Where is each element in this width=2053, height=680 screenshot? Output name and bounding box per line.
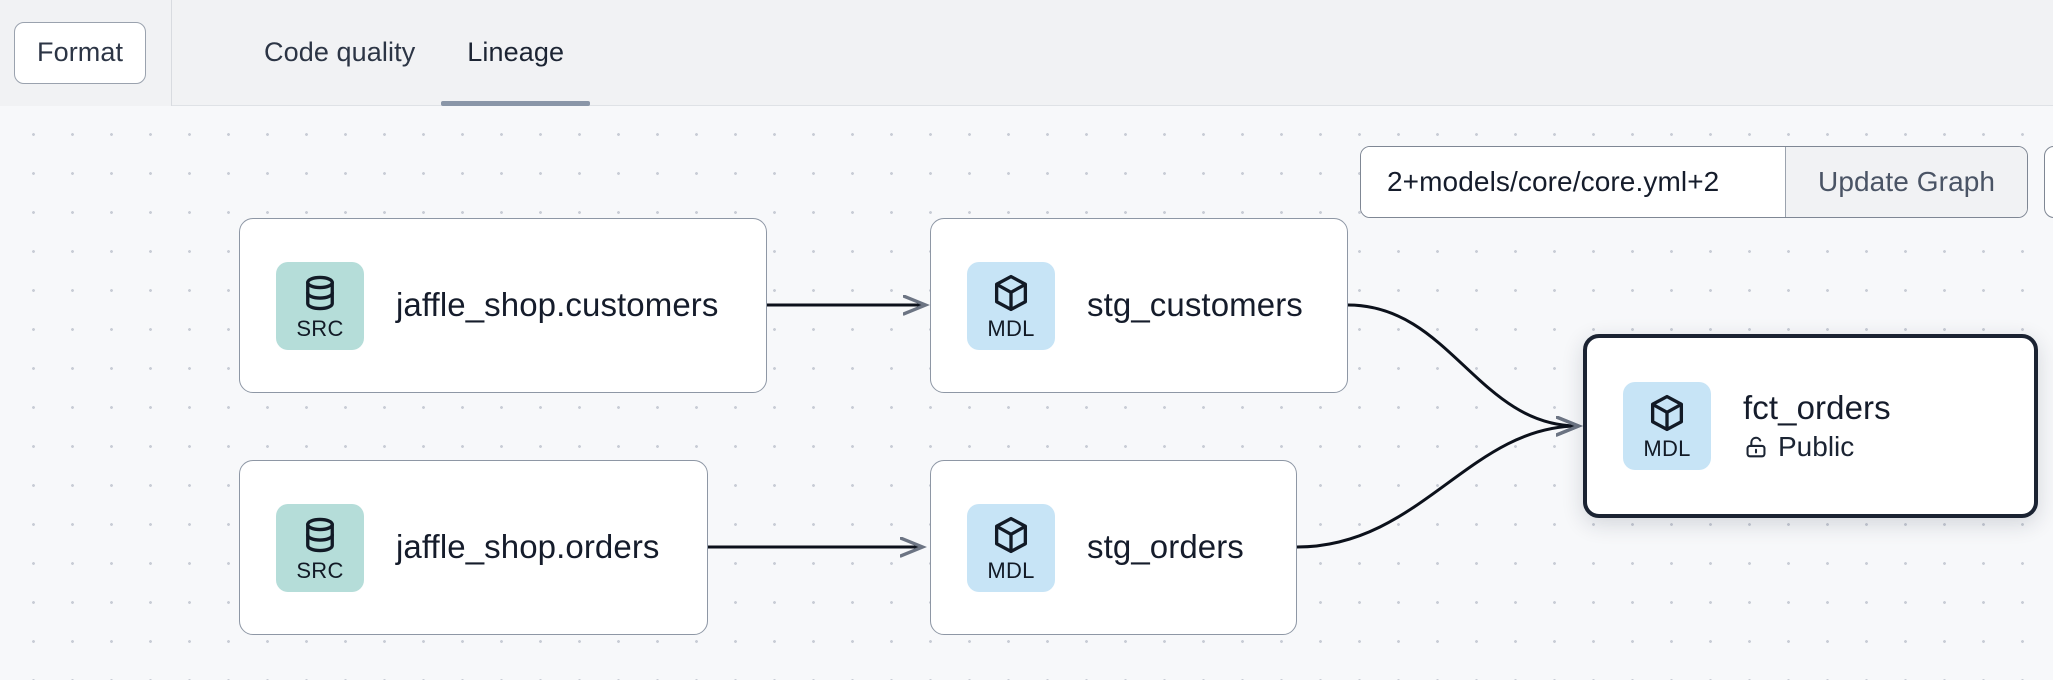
node-badge-mdl: MDL	[1623, 382, 1711, 470]
node-access-row: Public	[1743, 431, 1891, 463]
edge-stg-customers-to-fct-orders	[1347, 303, 1578, 426]
cube-icon	[994, 516, 1028, 553]
node-body: stg_orders	[1087, 528, 1244, 567]
node-title: stg_orders	[1087, 528, 1244, 566]
node-jaffle-shop-customers[interactable]: SRC jaffle_shop.customers	[239, 218, 767, 393]
node-badge-label: MDL	[987, 315, 1035, 341]
node-jaffle-shop-orders[interactable]: SRC jaffle_shop.orders	[239, 460, 708, 635]
node-title: jaffle_shop.orders	[396, 528, 660, 566]
cube-icon	[994, 274, 1028, 311]
node-body: fct_orders Public	[1743, 389, 1891, 463]
node-body: jaffle_shop.customers	[396, 286, 719, 325]
node-access-label: Public	[1778, 431, 1855, 463]
lineage-canvas[interactable]: SRC jaffle_shop.customers MDL stg_custom…	[0, 106, 2053, 680]
node-badge-src: SRC	[276, 261, 364, 350]
node-badge-label: MDL	[1643, 436, 1691, 461]
graph-selector-group: Update Graph	[1360, 146, 2029, 218]
node-title: fct_orders	[1743, 389, 1891, 427]
unlock-icon	[1746, 437, 1766, 458]
tab-lineage[interactable]: Lineage	[441, 0, 590, 106]
node-body: stg_customers	[1087, 286, 1303, 325]
node-fct-orders[interactable]: MDL fct_orders Public	[1583, 334, 2038, 518]
database-icon	[306, 517, 334, 552]
update-graph-button[interactable]: Update Graph	[1785, 147, 2028, 217]
graph-selector-input[interactable]	[1361, 147, 1785, 217]
format-button[interactable]: Format	[14, 21, 147, 84]
node-body: jaffle_shop.orders	[396, 528, 660, 567]
node-badge-label: MDL	[987, 557, 1035, 583]
node-badge-label: SRC	[296, 557, 344, 583]
node-stg-orders[interactable]: MDL stg_orders	[930, 460, 1297, 635]
tab-bar: Code quality Lineage	[172, 0, 590, 106]
database-icon	[306, 275, 334, 310]
tab-code-quality[interactable]: Code quality	[264, 37, 416, 67]
node-badge-label: SRC	[296, 315, 344, 341]
cube-icon	[1650, 394, 1684, 432]
graph-options-button[interactable]	[2044, 146, 2053, 218]
node-badge-mdl: MDL	[967, 261, 1055, 350]
node-badge-mdl: MDL	[967, 503, 1055, 592]
node-title: jaffle_shop.customers	[396, 286, 719, 324]
edge-stg-orders-to-fct-orders	[1296, 426, 1578, 549]
node-stg-customers[interactable]: MDL stg_customers	[930, 218, 1348, 393]
node-badge-src: SRC	[276, 503, 364, 592]
format-zone: Format	[0, 0, 172, 106]
top-toolbar: Format Code quality Lineage	[0, 0, 2053, 106]
node-title: stg_customers	[1087, 286, 1303, 324]
